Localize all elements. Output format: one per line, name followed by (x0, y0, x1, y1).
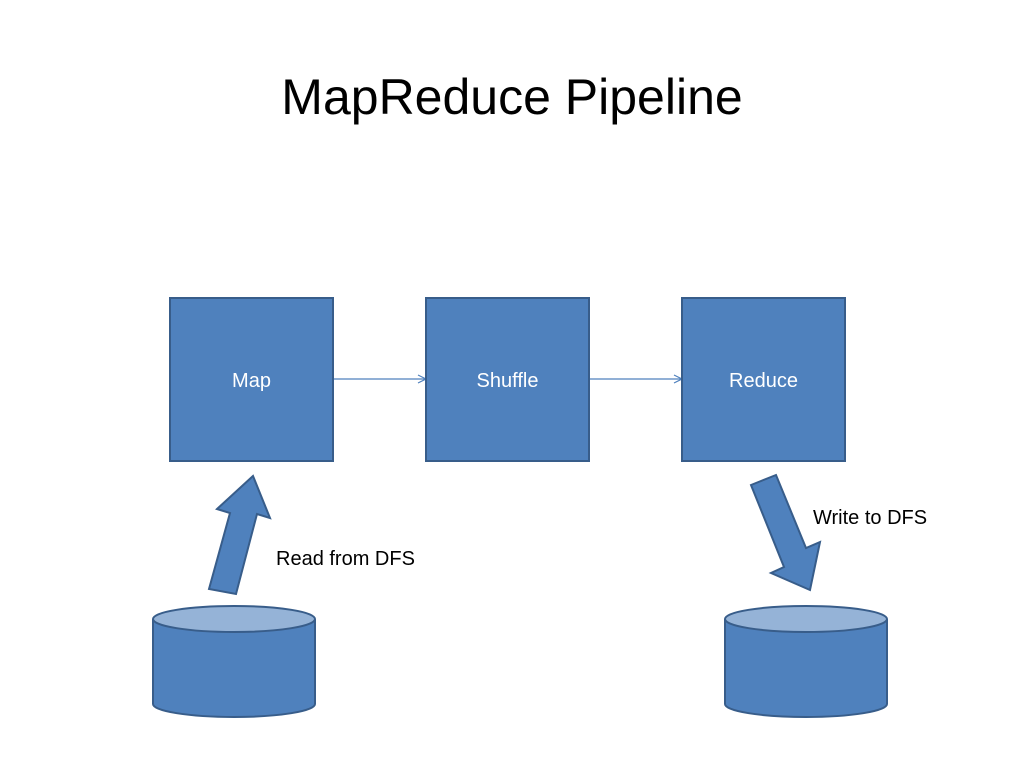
shuffle-label: Shuffle (477, 370, 539, 392)
read-arrow (207, 474, 272, 596)
map-label: Map (232, 370, 271, 392)
source-storage-cylinder (152, 605, 316, 718)
destination-storage-cylinder (724, 605, 888, 718)
write-arrow (749, 473, 822, 592)
slide-title: MapReduce Pipeline (281, 69, 743, 125)
map-node: Map (169, 297, 334, 462)
read-caption: Read from DFS (276, 548, 415, 570)
write-caption: Write to DFS (813, 507, 927, 529)
shuffle-node: Shuffle (425, 297, 590, 462)
reduce-label: Reduce (729, 370, 798, 392)
reduce-node: Reduce (681, 297, 846, 462)
